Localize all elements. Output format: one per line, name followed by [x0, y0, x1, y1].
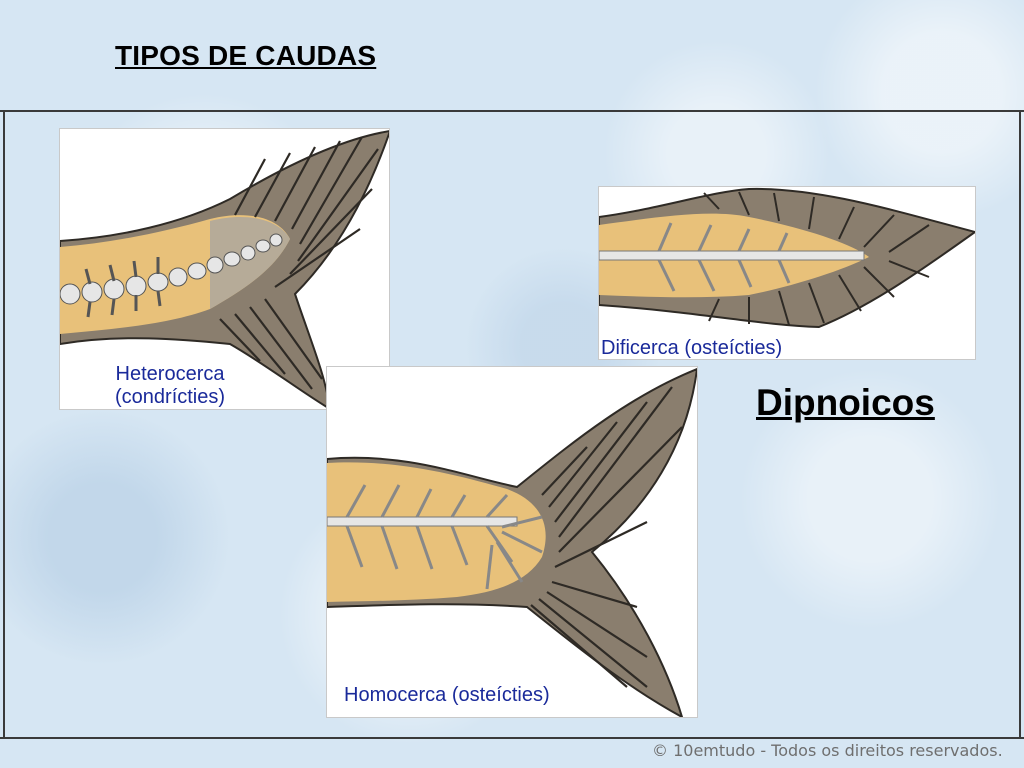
homocercal-tail-figure: Homocerca (osteícties): [326, 366, 698, 718]
homocercal-tail-illustration: [327, 367, 697, 717]
diphycercal-caption: Dificerca (osteícties): [601, 337, 783, 359]
copyright-footer: © 10emtudo - Todos os direitos reservado…: [652, 741, 1003, 760]
footer-divider: [0, 737, 1024, 739]
title-divider: [0, 110, 1024, 112]
frame-left-border: [3, 111, 5, 737]
diphycercal-tail-illustration: [599, 187, 975, 329]
slide-title: TIPOS DE CAUDAS: [115, 40, 377, 71]
heterocercal-caption-line1: Heterocerca: [115, 363, 225, 385]
diphycercal-tail-figure: Dificerca (osteícties): [598, 186, 976, 360]
homocercal-caption: Homocerca (osteícties): [344, 684, 550, 706]
heterocercal-caption: Heterocerca (condrícties): [115, 363, 225, 409]
heterocercal-tail-figure: Heterocerca (condrícties): [59, 128, 390, 410]
heterocercal-tail-illustration: [60, 130, 389, 409]
dipnoicos-label: Dipnoicos: [756, 382, 935, 423]
frame-right-border: [1019, 111, 1021, 737]
heterocercal-caption-line2: (condrícties): [115, 386, 226, 408]
